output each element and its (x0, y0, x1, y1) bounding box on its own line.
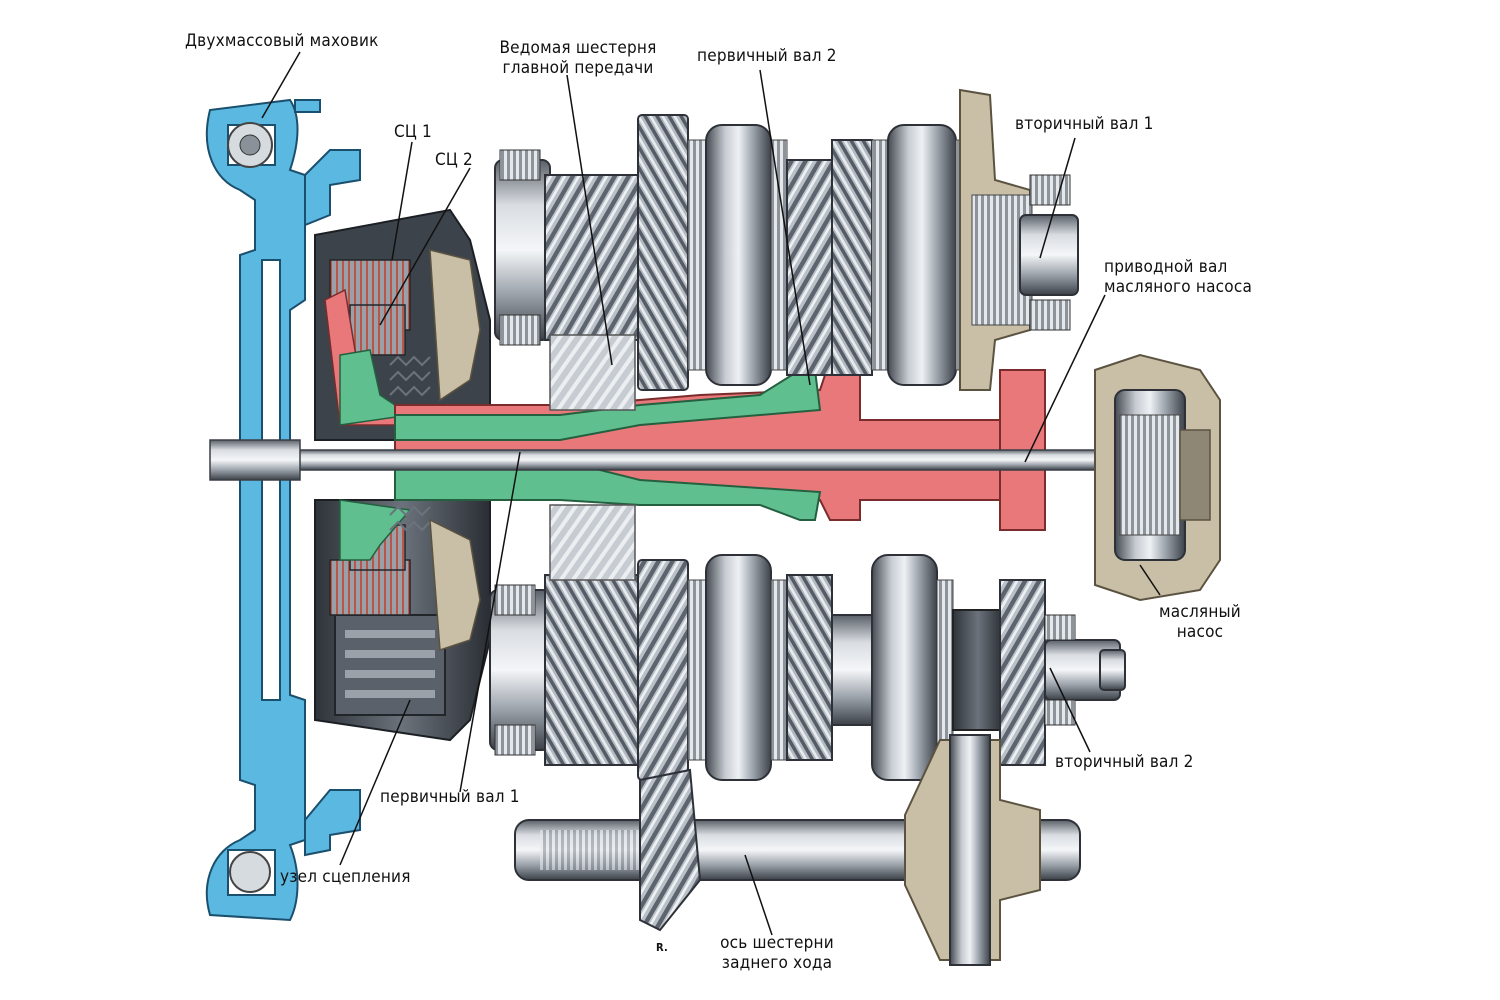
label-clutch-1: СЦ 1 (394, 122, 432, 142)
label-oil-pump-drive-shaft-line1: приводной вал (1104, 257, 1228, 277)
clutch-housing (314, 208, 491, 742)
label-clutch-assembly: узел сцепления (280, 867, 411, 887)
upper-gear-cluster (494, 88, 1079, 411)
reverse-gear-axle (514, 734, 1081, 966)
label-reverse-gear-axle: ось шестерни заднего хода (712, 933, 842, 973)
label-output-shaft-1: вторичный вал 1 (1015, 114, 1154, 134)
label-oil-pump-line1: масляный (1159, 602, 1241, 622)
label-dual-mass-flywheel: Двухмассовый маховик (185, 31, 379, 51)
label-oil-pump-drive-shaft-line2: масляного насоса (1104, 277, 1253, 297)
label-final-drive-gear: Ведомая шестерня главной передачи (488, 38, 668, 78)
oil-pump (1094, 353, 1221, 602)
label-input-shaft-1: первичный вал 1 (380, 787, 520, 807)
label-reverse-gear-axle-line1: ось шестерни (720, 933, 834, 953)
label-oil-pump: масляный насос (1145, 602, 1255, 642)
label-clutch-2: СЦ 2 (435, 150, 473, 170)
label-oil-pump-line2: насос (1176, 622, 1224, 642)
label-output-shaft-2: вторичный вал 2 (1055, 752, 1194, 772)
leader-lines (261, 51, 1161, 936)
label-final-drive-gear-line1: Ведомая шестерня (499, 38, 657, 58)
label-input-shaft-2: первичный вал 2 (697, 46, 837, 66)
label-oil-pump-drive-shaft: приводной вал масляного насоса (1104, 257, 1252, 297)
lower-gear-cluster (489, 504, 1126, 781)
label-reverse-gear-axle-line2: заднего хода (721, 953, 833, 973)
artist-signature: R. (656, 941, 668, 954)
label-final-drive-gear-line2: главной передачи (502, 58, 654, 78)
